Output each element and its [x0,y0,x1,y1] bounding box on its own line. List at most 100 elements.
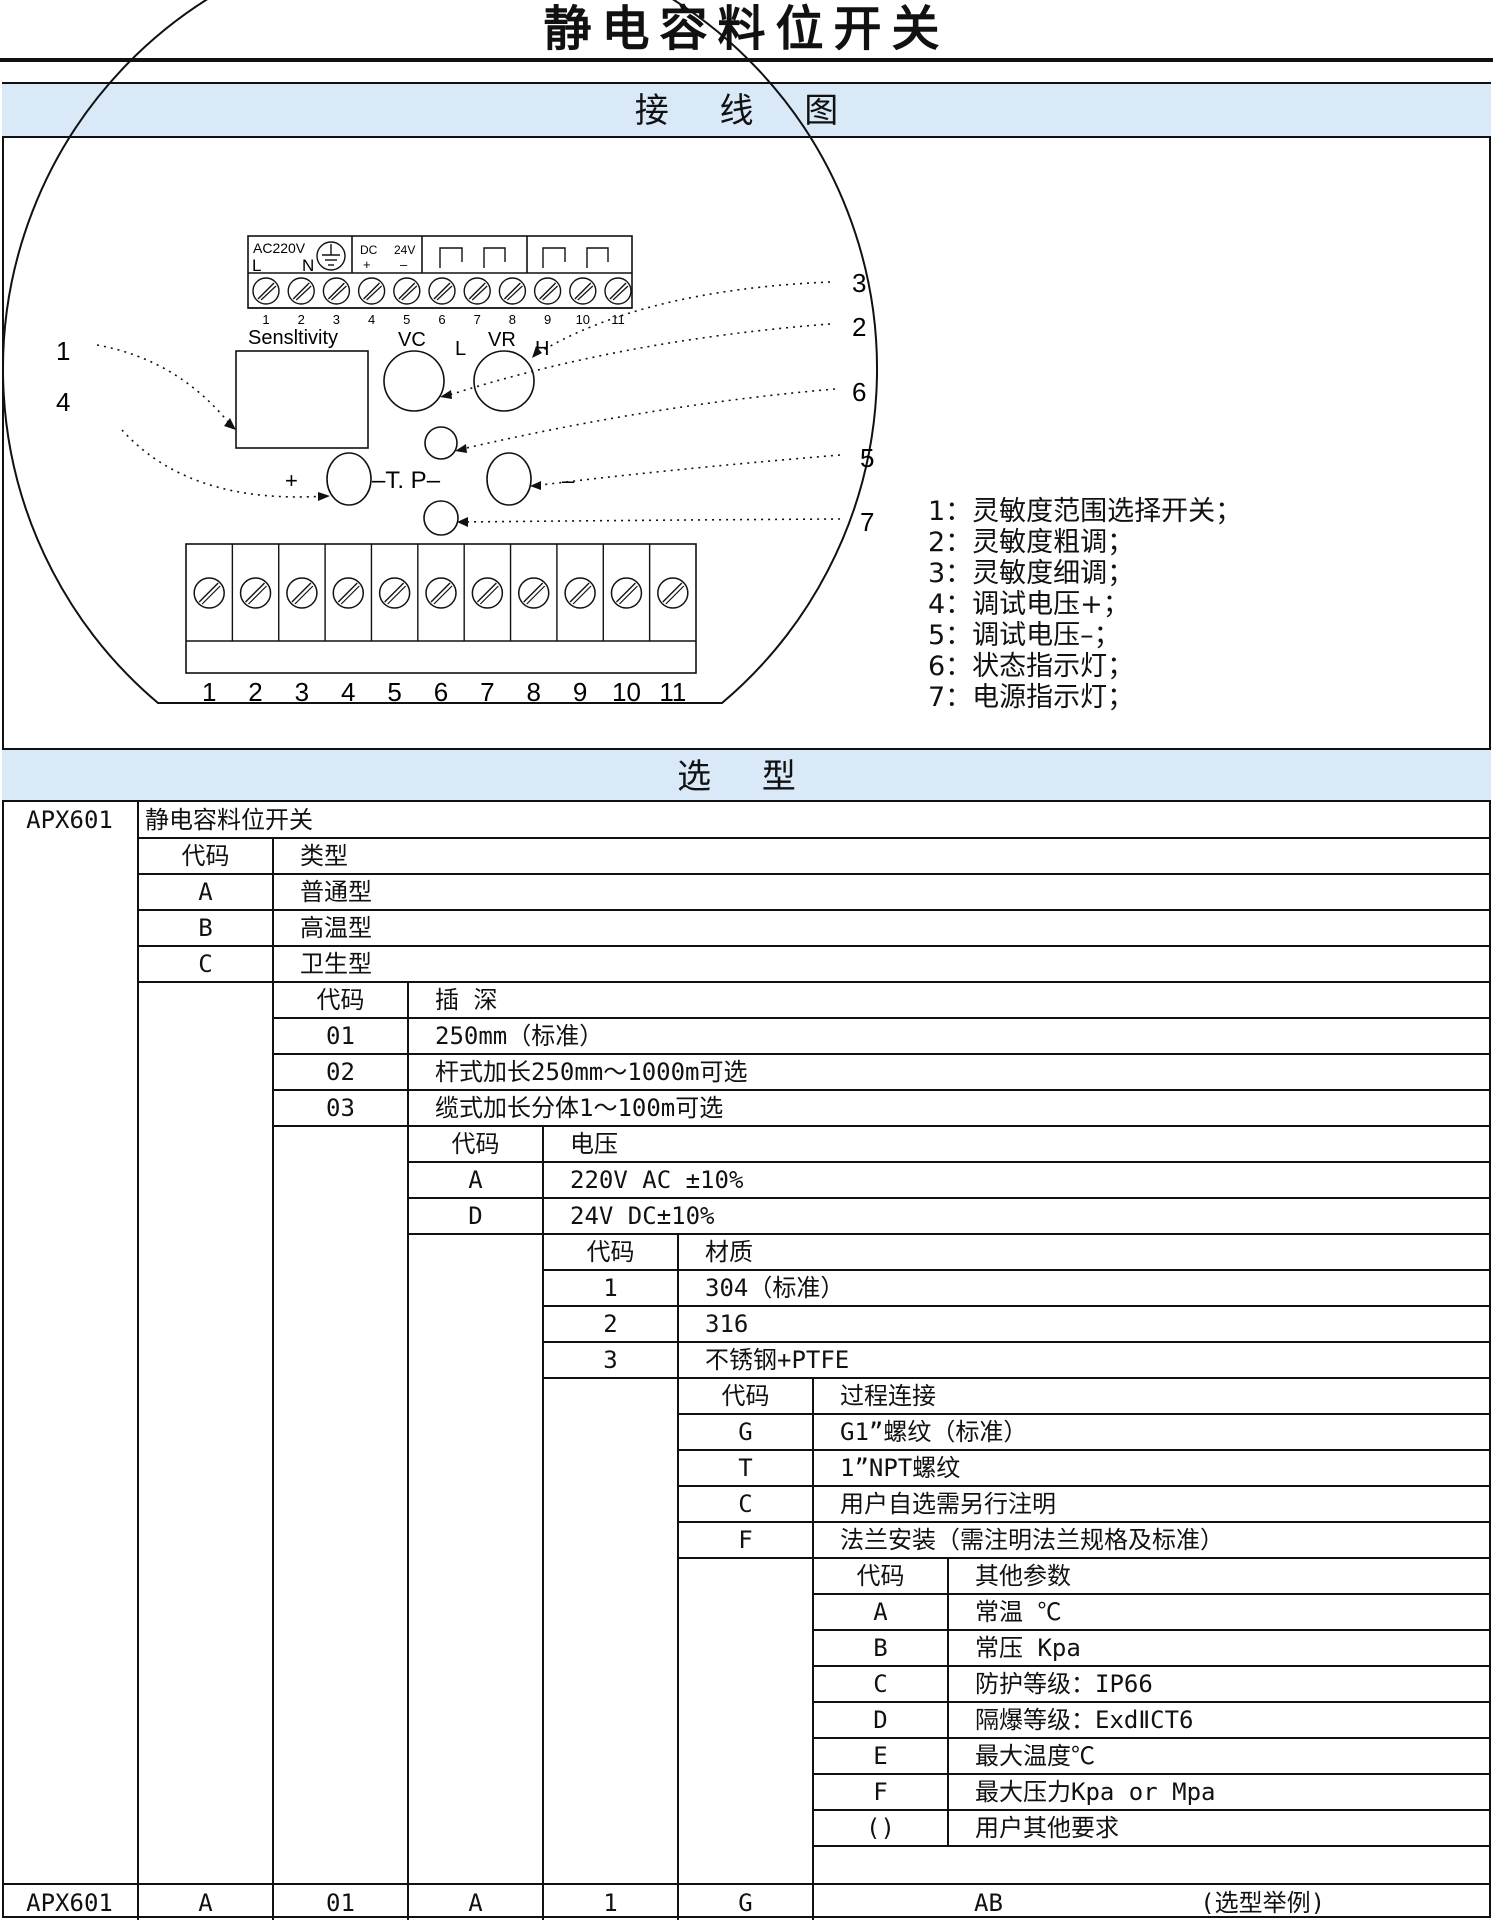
type-code: B [137,909,273,946]
example-row: APX601 A 01 A 1 G AB (选型举例) [2,1883,1492,1920]
terminal-screw-icon [428,277,456,305]
tp-label: –T. P– [372,467,441,494]
voltage-code: A [407,1161,543,1198]
table-row: 代码 材质 [2,1233,1492,1270]
vr-potentiometer [473,350,535,412]
example-connection: G [677,1883,813,1920]
example-note: (选型举例) [1200,1888,1326,1917]
bottom-terminal-number: 10 [612,677,641,707]
relay-contact-icon-1 [439,247,506,268]
top-terminal-number: 6 [438,312,445,327]
table-row: 代码 电压 [2,1125,1492,1162]
legend-item-6: 6：状态指示灯； [928,651,1135,682]
sensitivity-label: Sensltivity [248,327,338,349]
terminal-screw-icon [393,277,421,305]
table-row: C 卫生型 [2,945,1492,982]
connection-code: C [677,1485,813,1522]
sensitivity-switch-box [235,350,369,449]
callout-2: 2 [852,312,866,342]
bottom-terminal-number: 3 [295,677,309,707]
callout-7: 7 [860,507,874,537]
tp-plus-label: + [285,468,298,493]
terminal-screw-icon [357,277,386,305]
material-name: 304（标准） [676,1269,1492,1306]
dc-label: DC [360,243,378,257]
other-name: 最大压力Kpa or Mpa [946,1773,1492,1810]
other-code: A [812,1593,948,1630]
terminal-screw-icon [471,577,504,609]
table-row: B 常压 Kpa [2,1629,1492,1666]
example-other: AB [974,1888,1003,1917]
terminal-screw-icon [252,277,280,305]
callout-6: 6 [852,377,866,407]
table-row: B 高温型 [2,909,1492,946]
legend-item-7: 7：电源指示灯； [928,682,1135,713]
table-row: C 用户自选需另行注明 [2,1485,1492,1522]
callout-3: 3 [852,268,866,298]
status-led [424,426,458,460]
voltage-name: 220V AC ±10% [541,1161,1492,1198]
material-code: 2 [542,1305,678,1342]
terminal-screw-icon [193,577,225,609]
table-row: G G1”螺纹（标准） [2,1413,1492,1450]
connection-code: T [677,1449,813,1486]
dc-plus-label: + [363,257,371,272]
bottom-terminal-number: 6 [434,677,448,707]
vr-label: VR [488,329,516,351]
type-header: 类型 [271,837,1492,874]
terminal-screw-icon [533,277,562,305]
board-outline [2,0,878,704]
model-code: APX601 [26,806,113,834]
ground-icon [316,241,346,271]
example-other-cell: AB (选型举例) [811,1883,1492,1920]
dc-minus-label: – [400,257,408,272]
vc-potentiometer [383,350,445,412]
bottom-terminal-number: 2 [248,677,262,707]
table-row: D 隔爆等级：ExdⅡCT6 [2,1701,1492,1738]
bottom-terminal-number: 1 [202,677,216,707]
top-terminal-number: 10 [576,312,590,327]
other-code: B [812,1629,948,1666]
callout-1: 1 [56,336,70,366]
page-title: 静电容料位开关 [543,1,950,57]
bottom-terminal-number: 5 [387,677,401,707]
top-terminal-number: 4 [368,312,375,327]
material-header: 材质 [676,1233,1492,1270]
connection-name: 1”NPT螺纹 [811,1449,1492,1486]
table-row: T 1”NPT螺纹 [2,1449,1492,1486]
example-voltage: A [407,1883,543,1920]
depth-name: 缆式加长分体1～100m可选 [406,1089,1492,1126]
table-row: C 防护等级：IP66 [2,1665,1492,1702]
tp-minus-label: – [562,468,575,493]
table-row: 2 316 [2,1305,1492,1342]
example-material: 1 [542,1883,678,1920]
top-terminal-number: 8 [509,312,516,327]
n-terminal-label: N [302,256,314,275]
callout-leaders [96,281,841,523]
table-row [2,1845,1492,1884]
top-terminal-number: 7 [474,312,481,327]
connection-code: G [677,1413,813,1450]
bottom-terminal-number: 7 [480,677,494,707]
material-code: 1 [542,1269,678,1306]
top-terminal-number: 2 [298,312,305,327]
terminal-screw-icon [332,577,365,609]
power-led [423,500,459,536]
title-rule [0,58,1493,62]
table-row: APX601 静电容料位开关 [2,802,1492,838]
table-row: A 常温 ℃ [2,1593,1492,1630]
top-terminal-number: 11 [611,312,625,327]
type-code-header: 代码 [137,837,273,874]
terminal-screw-icon [425,577,457,609]
wiring-legend: 1：灵敏度范围选择开关； 2：灵敏度粗调； 3：灵敏度细调； 4：调试电压+； … [928,496,1242,713]
type-name: 卫生型 [271,945,1492,982]
terminal-screw-icon [286,577,318,609]
top-terminal-number: 3 [333,312,340,327]
bottom-terminal-number: 9 [573,677,587,707]
depth-name: 杆式加长250mm～1000m可选 [406,1053,1492,1090]
test-point-plus [326,452,372,506]
wiring-section-header: 接 线 图 [2,84,1491,138]
material-code-header: 代码 [542,1233,678,1270]
